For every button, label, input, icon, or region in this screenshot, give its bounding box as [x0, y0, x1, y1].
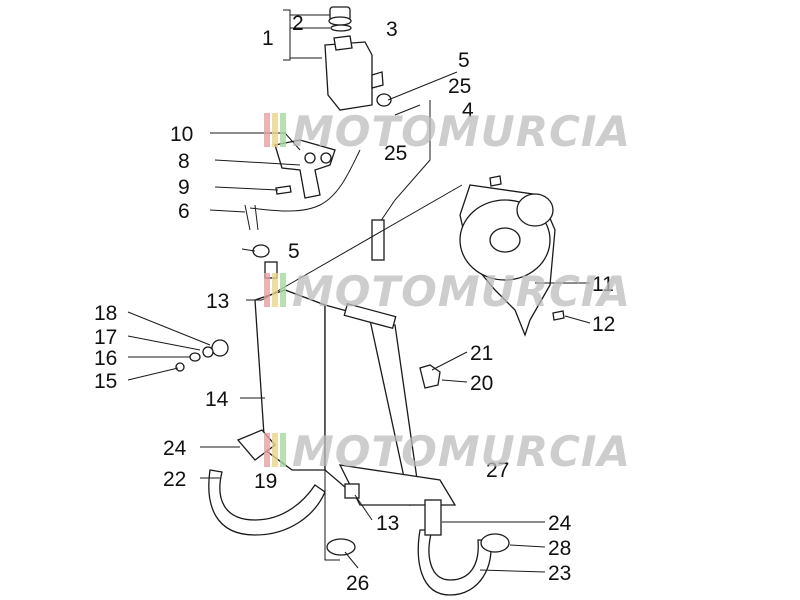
callout-22: 22 — [163, 468, 186, 491]
callout-3: 3 — [386, 18, 398, 41]
wm-stripe — [264, 433, 270, 467]
callout-19: 19 — [254, 470, 277, 493]
callout-12: 12 — [592, 313, 615, 336]
watermark-middle: MOTOMURCIA — [264, 267, 631, 316]
overflow-hose-end — [371, 219, 385, 261]
watermark-top: MOTOMURCIA — [264, 107, 631, 156]
tank-bracket — [274, 139, 336, 199]
callout-27: 27 — [486, 459, 509, 482]
callout-16: 16 — [94, 347, 117, 370]
callout-numbers: 1 2 3 5 25 4 25 10 8 9 6 5 13 11 12 18 1… — [94, 12, 615, 595]
hose-clamp-28 — [480, 533, 510, 553]
lower-hose-right — [417, 529, 492, 596]
callout-8: 8 — [178, 150, 190, 173]
hose-clamp-top — [376, 93, 392, 107]
hose-clamp-26 — [326, 538, 356, 556]
callout-10: 10 — [170, 123, 193, 146]
callout-24: 24 — [163, 437, 187, 460]
watermark-text: MOTOMURCIA — [292, 267, 631, 316]
watermark-bottom: MOTOMURCIA — [264, 427, 631, 476]
callout-9: 9 — [178, 176, 190, 199]
callout-28: 28 — [548, 537, 571, 560]
callout-21: 21 — [470, 342, 493, 365]
expansion-tank — [324, 35, 384, 111]
callout-14: 14 — [205, 388, 229, 411]
hose-segment-24 — [424, 499, 442, 536]
wm-stripe — [280, 273, 286, 307]
tank-cap — [328, 6, 352, 26]
callout-5-b: 5 — [288, 240, 300, 263]
wm-stripe — [272, 273, 278, 307]
callout-23: 23 — [548, 562, 571, 585]
watermark-text: MOTOMURCIA — [292, 427, 631, 476]
callout-25-b: 25 — [384, 142, 407, 165]
wm-stripe — [264, 273, 270, 307]
callout-11: 11 — [592, 273, 614, 296]
fan-screw-top — [489, 175, 502, 187]
callout-26: 26 — [346, 572, 369, 595]
callout-15: 15 — [94, 370, 117, 393]
callout-13-b: 13 — [376, 512, 399, 535]
drain-plug-assembly — [175, 339, 229, 372]
callout-24-b: 24 — [548, 512, 572, 535]
callout-6: 6 — [178, 200, 190, 223]
cooling-fan — [459, 184, 556, 337]
wm-stripe — [280, 113, 286, 147]
radiator — [254, 289, 457, 506]
callout-17: 17 — [94, 326, 117, 349]
callout-20: 20 — [470, 372, 493, 395]
wm-stripe — [272, 113, 278, 147]
wm-stripe — [264, 113, 270, 147]
screw-9 — [275, 185, 292, 195]
callout-13: 13 — [206, 290, 229, 313]
clamp-5-lower — [252, 244, 270, 258]
hose-6 — [244, 149, 361, 231]
callout-1: 1 — [262, 27, 274, 50]
wm-stripe — [272, 433, 278, 467]
thermo-switch — [419, 364, 441, 389]
radiator-bracket-13 — [344, 483, 360, 499]
wm-stripe — [280, 433, 286, 467]
cap-gasket — [330, 24, 352, 32]
callout-25: 25 — [448, 75, 471, 98]
fan-screw-12 — [552, 310, 565, 321]
callout-5: 5 — [458, 49, 470, 72]
callout-4: 4 — [462, 99, 474, 122]
callout-18: 18 — [94, 302, 117, 325]
leader-lines — [127, 9, 591, 573]
watermark-text: MOTOMURCIA — [292, 107, 631, 156]
callout-2: 2 — [292, 12, 304, 35]
